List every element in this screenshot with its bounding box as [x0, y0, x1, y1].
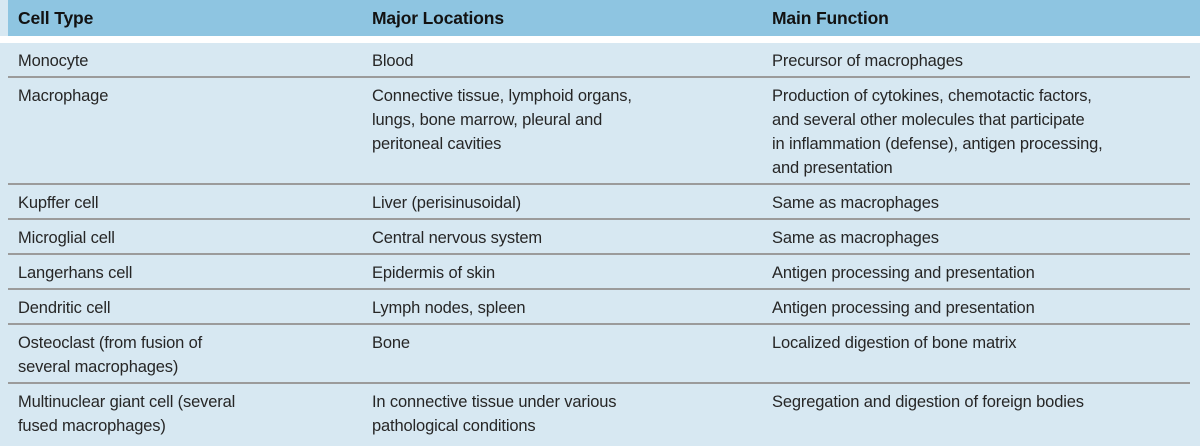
function-cell: Antigen processing and presentation — [772, 299, 1035, 317]
row-divider — [8, 253, 1190, 255]
cell-type-cell: Dendritic cell — [18, 299, 111, 317]
function-cell: Same as macrophages — [772, 229, 939, 247]
table-row-multinuclear-giant-cell: Multinuclear giant cell (several fused m… — [0, 384, 1200, 446]
table-row-dendritic-cell: Dendritic cell Lymph nodes, spleen Antig… — [0, 290, 1200, 323]
row-divider — [8, 218, 1190, 220]
locations-cell: Epidermis of skin — [372, 264, 496, 282]
table-row-osteoclast: Osteoclast (from fusion of several macro… — [0, 325, 1200, 382]
locations-cell: Connective tissue, lymphoid organs, lung… — [372, 87, 632, 153]
function-cell: Segregation and digestion of foreign bod… — [772, 393, 1084, 411]
table-row-macrophage: Macrophage Connective tissue, lymphoid o… — [0, 78, 1200, 183]
locations-cell: Central nervous system — [372, 229, 543, 247]
cell-type-cell: Langerhans cell — [18, 264, 133, 282]
table-header-row: Cell Type Major Locations Main Function — [8, 0, 1200, 36]
locations-cell: Bone — [372, 334, 410, 352]
row-divider — [8, 76, 1190, 78]
function-cell: Production of cytokines, chemotactic fac… — [772, 87, 1103, 177]
row-divider — [8, 288, 1190, 290]
table-body: Monocyte Blood Precursor of macrophages … — [0, 43, 1200, 446]
cell-type-cell: Microglial cell — [18, 229, 115, 247]
header-body-gap — [0, 36, 1200, 43]
function-cell: Localized digestion of bone matrix — [772, 334, 1017, 352]
row-divider — [8, 382, 1190, 384]
locations-cell: Lymph nodes, spleen — [372, 299, 526, 317]
table-row-monocyte: Monocyte Blood Precursor of macrophages — [0, 43, 1200, 76]
row-divider — [8, 323, 1190, 325]
locations-cell: Blood — [372, 52, 414, 70]
cell-type-cell: Osteoclast (from fusion of several macro… — [18, 334, 203, 376]
row-divider — [8, 183, 1190, 185]
table-row-microglial-cell: Microglial cell Central nervous system S… — [0, 220, 1200, 253]
function-cell: Same as macrophages — [772, 194, 939, 212]
table-row-langerhans-cell: Langerhans cell Epidermis of skin Antige… — [0, 255, 1200, 288]
cell-type-cell: Monocyte — [18, 52, 89, 70]
locations-cell: In connective tissue under various patho… — [372, 393, 617, 435]
table-row-kupffer-cell: Kupffer cell Liver (perisinusoidal) Same… — [0, 185, 1200, 218]
locations-cell: Liver (perisinusoidal) — [372, 194, 521, 212]
col-header-cell-type: Cell Type — [18, 7, 94, 28]
cell-type-cell: Kupffer cell — [18, 194, 99, 212]
function-cell: Precursor of macrophages — [772, 52, 963, 70]
col-header-main-function: Main Function — [772, 7, 889, 28]
cell-type-cell: Multinuclear giant cell (several fused m… — [18, 393, 236, 435]
function-cell: Antigen processing and presentation — [772, 264, 1035, 282]
col-header-major-locations: Major Locations — [372, 7, 504, 28]
cell-type-cell: Macrophage — [18, 87, 109, 105]
